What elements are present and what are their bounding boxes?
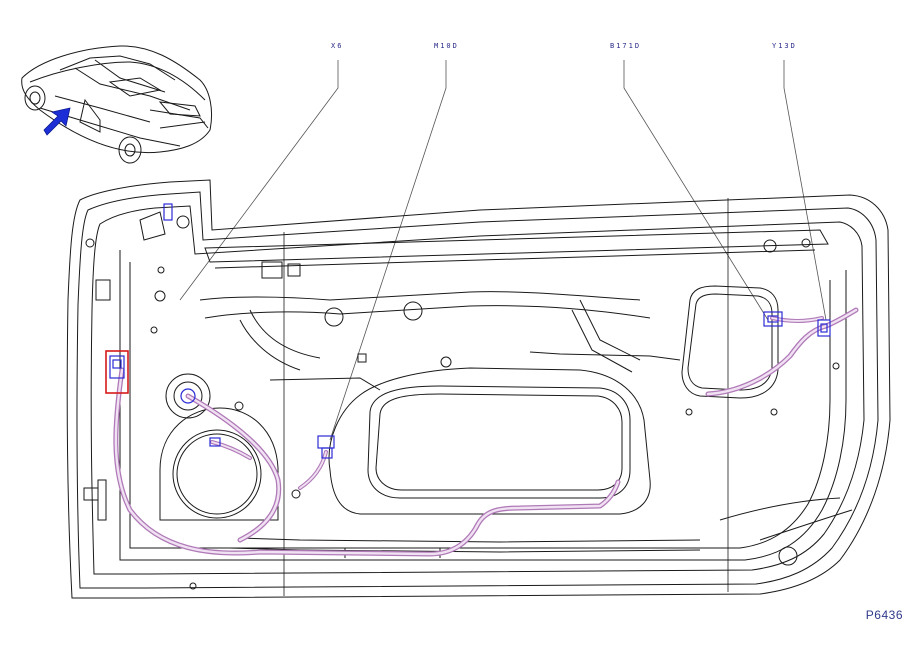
callout-b171d: B171D	[610, 42, 642, 50]
connector-x6	[109, 355, 125, 379]
door-panel	[66, 179, 891, 599]
panel-fasteners	[85, 215, 840, 590]
connector-m10d	[317, 435, 335, 459]
leader-b171d	[623, 60, 769, 321]
figure-reference-code: P6436	[865, 608, 903, 622]
connector-top-left	[163, 203, 173, 221]
callout-m10d: M10D	[434, 42, 459, 50]
car-locator-icon	[21, 45, 213, 164]
location-arrow-icon	[43, 107, 71, 136]
callout-x6: X6	[331, 42, 344, 50]
connectors	[109, 203, 831, 459]
callout-y13d: Y13D	[772, 42, 797, 50]
leader-m10d	[329, 60, 447, 441]
connector-b171d	[763, 311, 783, 327]
leader-y13d	[783, 60, 827, 321]
connector-y13d	[817, 319, 831, 337]
wiring-harness	[113, 307, 859, 557]
leader-x6	[179, 60, 339, 301]
connector-speaker	[180, 388, 221, 447]
x6-highlight-box	[105, 350, 129, 394]
callout-leader-lines	[179, 60, 827, 441]
